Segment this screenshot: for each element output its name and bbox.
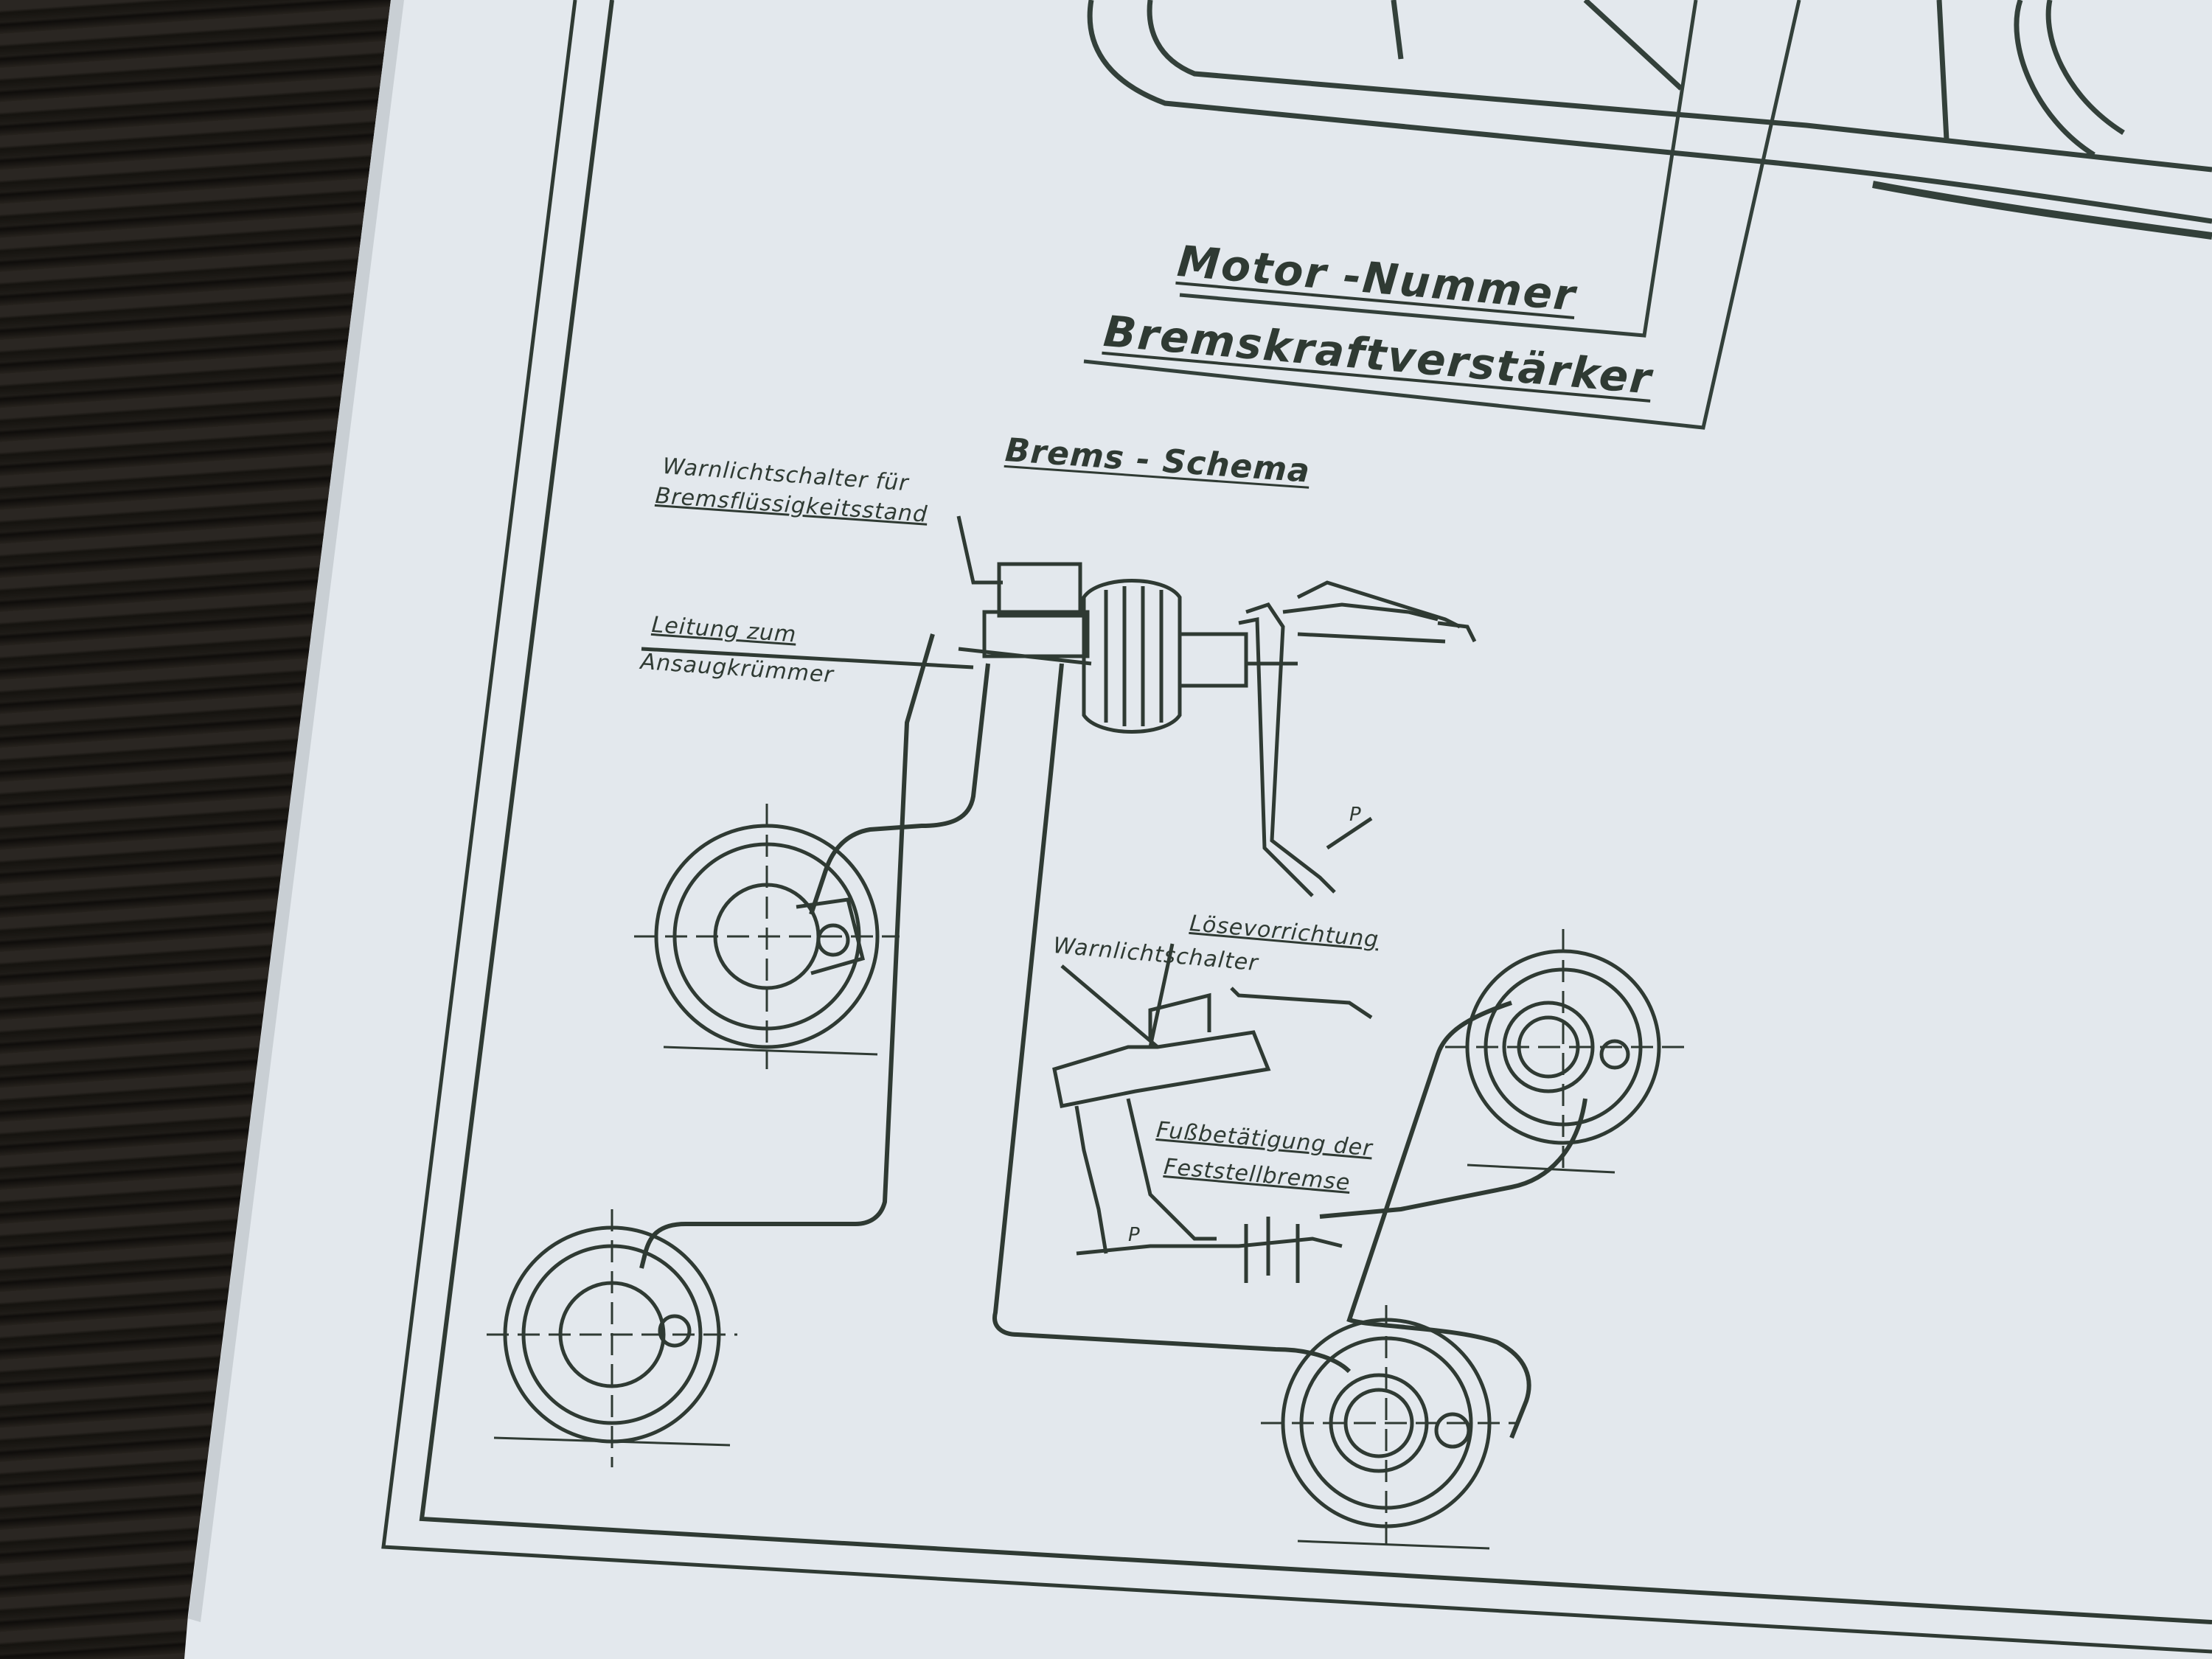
wheel-rear-right [1261,1305,1519,1550]
car-side-drawing [1087,0,2212,240]
label-pedal-p-upper: P [1349,804,1361,826]
leader-lines [1083,0,1801,430]
brake-pedal [1238,580,1477,897]
master-cylinder-assembly [641,515,1298,734]
wheel-front-left [634,804,900,1069]
wheel-rear-left [487,1209,737,1467]
paper-edge-shadow [188,0,404,1622]
frame-border [381,0,2212,1654]
parking-brake-mechanism [1052,943,1373,1283]
brake-lines [639,633,1587,1439]
label-pedal-p-lower: P [1128,1224,1140,1246]
wheel-front-right [1445,929,1688,1174]
